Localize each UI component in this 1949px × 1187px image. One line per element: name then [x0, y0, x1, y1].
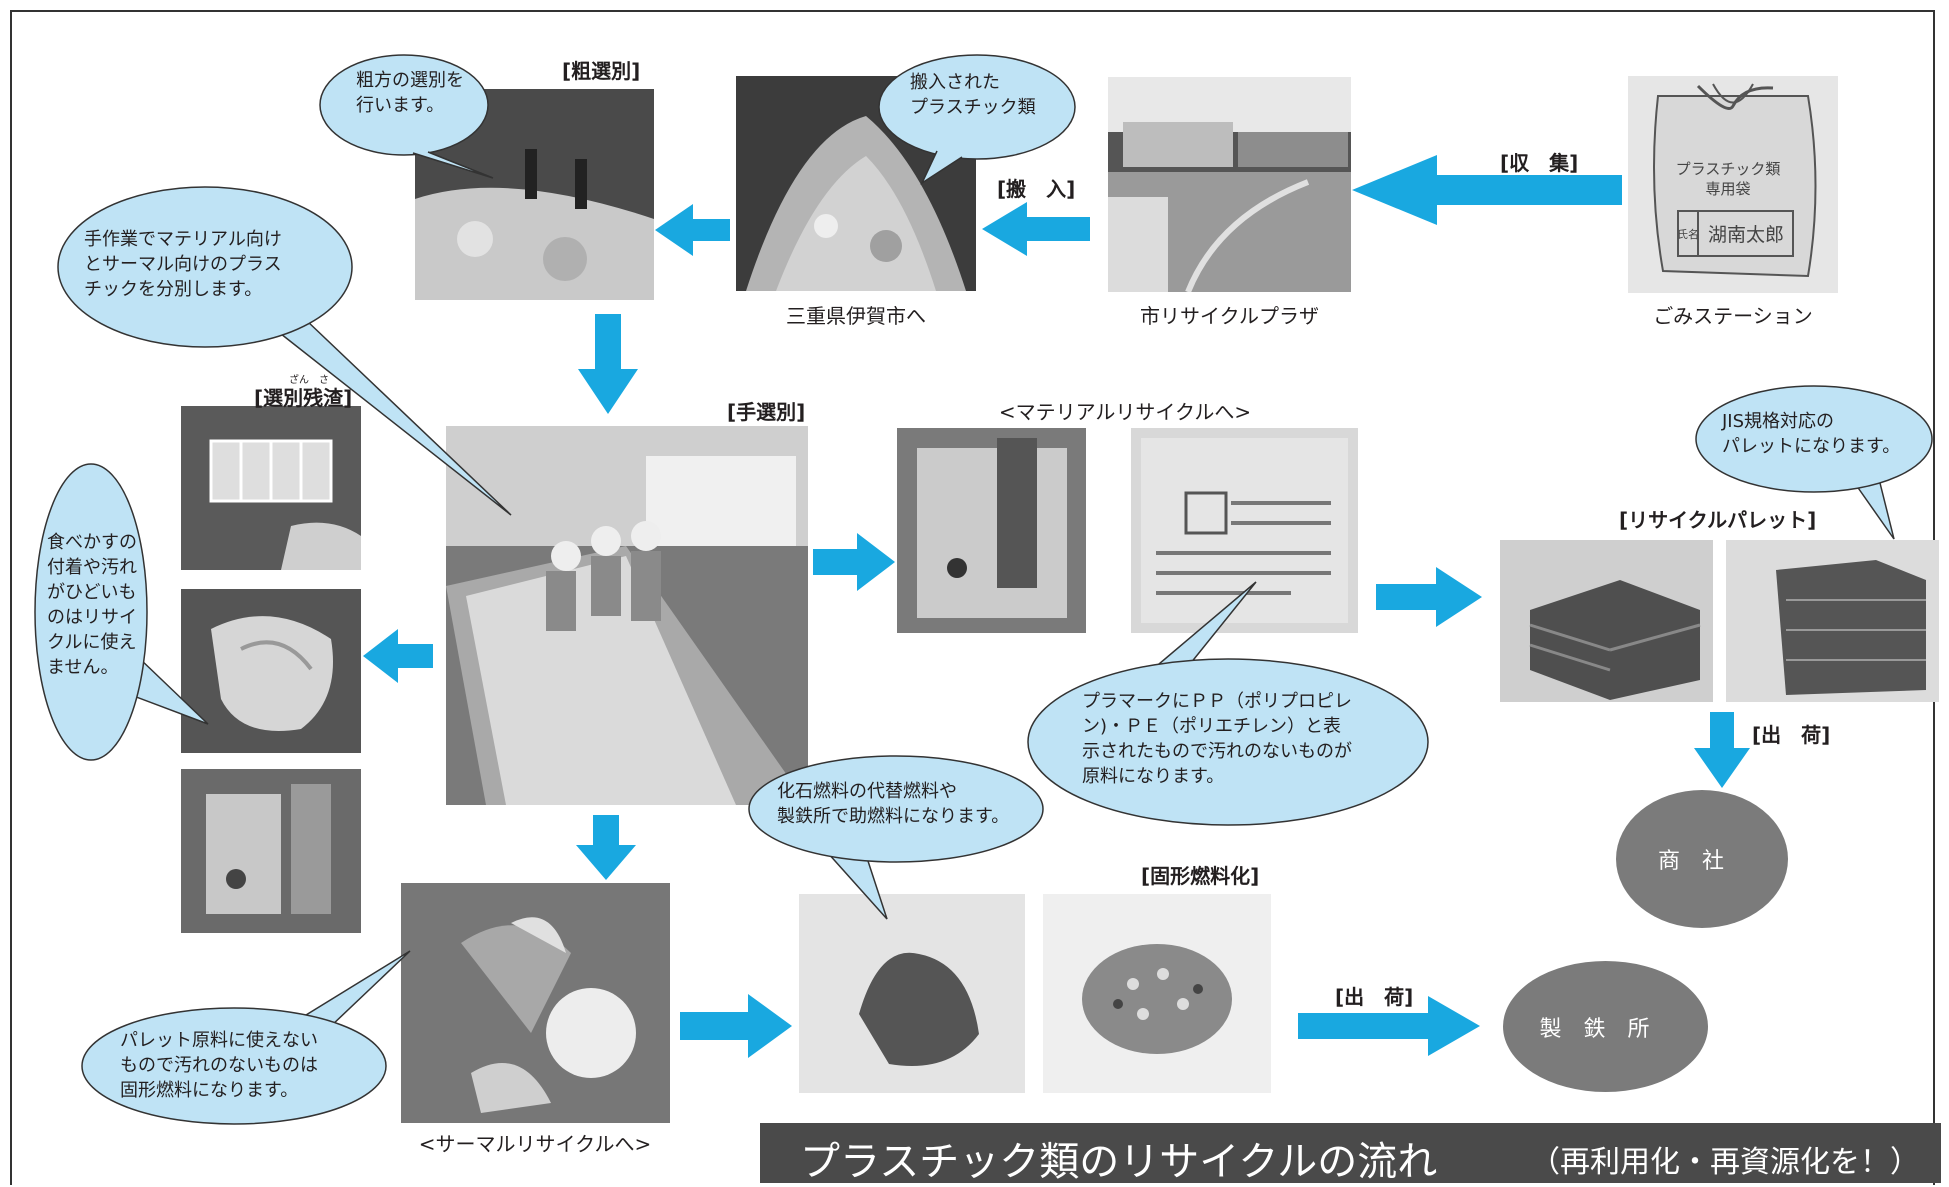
photo-thermal [401, 883, 670, 1123]
bubble-rough: 粗方の選別を 行います。 [318, 53, 494, 179]
arrow-to-residue [363, 629, 433, 683]
caption-city-plaza: 市リサイクルプラザ [1140, 304, 1319, 328]
photo-recycle-plaza [1108, 77, 1351, 292]
caption-to-thermal: <サーマルリサイクルへ> [418, 1132, 652, 1156]
label-residue: [選別残渣] [254, 386, 353, 410]
bag-line1: プラスチック類 [1676, 160, 1781, 178]
photo-residue-bag [181, 589, 361, 753]
caption-to-material: <マテリアルリサイクルへ> [998, 400, 1252, 424]
title-bar: プラスチック類のリサイクルの流れ （再利用化・再資源化を！） [760, 1123, 1941, 1185]
photo-fuel-pellets [1043, 894, 1271, 1093]
arrow-carry-in [982, 202, 1090, 256]
page-subtitle: （再利用化・再資源化を！） [1530, 1145, 1920, 1180]
bubble-pallet-raw-text: パレット原料に使えない もので汚れのないものは 固形燃料になります。 [120, 1030, 318, 1101]
arrow-ship-trading [1694, 712, 1750, 788]
photo-material-film [897, 428, 1086, 633]
photo-rough-sort [415, 89, 654, 300]
photo-material-pp-mark [1131, 428, 1358, 633]
label-residue-ruby: ざん さ [289, 375, 329, 386]
bubble-rough-text: 粗方の選別を 行います。 [356, 70, 464, 116]
bubble-hand-work: 手作業でマテリアル向け とサーマル向けのプラス チックを分別します。 [56, 185, 512, 516]
photo-residue-tray [181, 406, 361, 570]
arrow-down-hand [578, 314, 638, 414]
caption-iga-city: 三重県伊賀市へ [786, 304, 926, 328]
bubble-carried-text: 搬入された プラスチック類 [910, 72, 1036, 118]
photo-hand-sort [446, 426, 808, 805]
label-rough-sort: [粗選別] [562, 59, 641, 83]
photo-pallet-stack [1726, 540, 1939, 702]
bubble-jis-text: JIS規格対応の パレットになります。 [1722, 411, 1901, 457]
photo-fuel-lump [799, 894, 1025, 1093]
photo-residue-film [181, 769, 361, 933]
destination-steel-works: 製鉄所 [1503, 961, 1708, 1092]
bubble-pp-mark: プラマークにＰＰ（ポリプロピレ ン)・ＰＥ（ポリエチレン）と表 示されたもので汚… [1026, 581, 1430, 827]
arrow-ship-steel [1298, 996, 1480, 1056]
arrow-to-pallet [1376, 567, 1482, 627]
bubble-jis: JIS規格対応の パレットになります。 [1694, 384, 1934, 540]
caption-garbage-station: ごみステーション [1653, 304, 1813, 328]
arrow-collect [1352, 155, 1622, 225]
photo-pallet-small [1500, 540, 1713, 702]
bubble-hand-work-text: 手作業でマテリアル向け とサーマル向けのプラス チックを分別します。 [84, 229, 282, 300]
label-collect: [収 集] [1500, 151, 1579, 175]
destination-trading-company: 商社 [1616, 790, 1788, 928]
arrow-to-material [813, 533, 895, 591]
bubble-pp-mark-text: プラマークにＰＰ（ポリプロピレ ン)・ＰＥ（ポリエチレン）と表 示されたもので汚… [1082, 691, 1352, 787]
bubble-carried: 搬入された プラスチック類 [877, 53, 1077, 186]
bubble-fossil-text: 化石燃料の代替燃料や 製鉄所で助燃料になります。 [777, 781, 1010, 827]
bubble-food-text: 食べかすの 付着や汚れ がひどいも のはリサイ クルに使え ません。 [47, 532, 137, 678]
label-recycle-pallet: [リサイクルパレット] [1619, 508, 1817, 532]
bag-name-label: 氏名 [1677, 227, 1699, 241]
bubble-fossil: 化石燃料の代替燃料や 製鉄所で助燃料になります。 [747, 754, 1045, 920]
label-carry-in: [搬 入] [997, 177, 1076, 201]
label-ship-top: [出 荷] [1752, 723, 1831, 747]
bag-name: 湖南太郎 [1708, 224, 1784, 246]
label-ship-bottom: [出 荷] [1335, 985, 1414, 1009]
photo-garbage-bag: プラスチック類 専用袋 氏名 湖南太郎 [1628, 76, 1838, 293]
label-hand-sort: [手選別] [727, 400, 806, 424]
arrow-down-thermal [576, 815, 636, 880]
bubble-pallet-raw: パレット原料に使えない もので汚れのないものは 固形燃料になります。 [80, 950, 411, 1126]
arrow-to-fuel [680, 994, 792, 1058]
bag-line2: 専用袋 [1705, 180, 1750, 198]
page-title: プラスチック類のリサイクルの流れ [800, 1139, 1438, 1185]
arrow-to-rough [655, 204, 730, 256]
bubble-food: 食べかすの 付着や汚れ がひどいも のはリサイ クルに使え ません。 [33, 462, 209, 762]
label-solid-fuel: [固形燃料化] [1141, 864, 1260, 888]
